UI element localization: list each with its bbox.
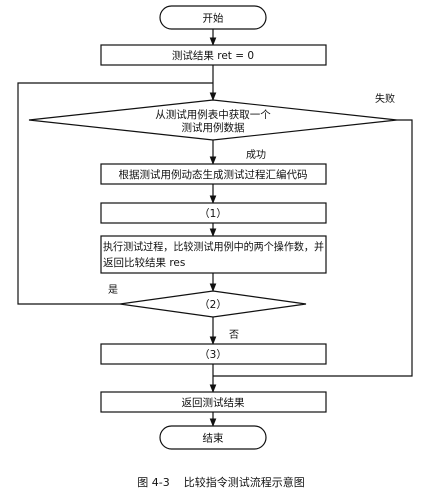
execute-text-line2: 返回比较结果 res [103,256,185,269]
fail-path-line [213,119,413,377]
no-label: 否 [229,329,239,341]
fetch-text-line2: 测试用例数据 [182,121,245,134]
execute-text-line1: 执行测试过程，比较测试用例中的两个操作数，并 [103,240,324,253]
step1-text: （1） [199,208,227,220]
end-text: 结束 [203,432,224,445]
fail-label: 失败 [375,92,395,105]
generate-text: 根据测试用例动态生成测试过程汇编代码 [119,168,308,181]
start-text: 开始 [203,12,224,25]
init-text: 测试结果 ret = 0 [172,49,254,62]
return-text: 返回测试结果 [182,396,245,409]
fetch-text-line1: 从测试用例表中获取一个 [155,108,271,121]
step3-text: （3） [199,349,227,361]
success-label: 成功 [246,149,266,161]
yes-label: 是 [108,284,118,296]
end-terminator [159,425,267,450]
loop-back-line [17,82,213,305]
decision2-text: （2） [199,299,227,311]
figure-caption: 图 4-3 比较指令测试流程示意图 [137,475,304,489]
execute-box [100,235,327,274]
